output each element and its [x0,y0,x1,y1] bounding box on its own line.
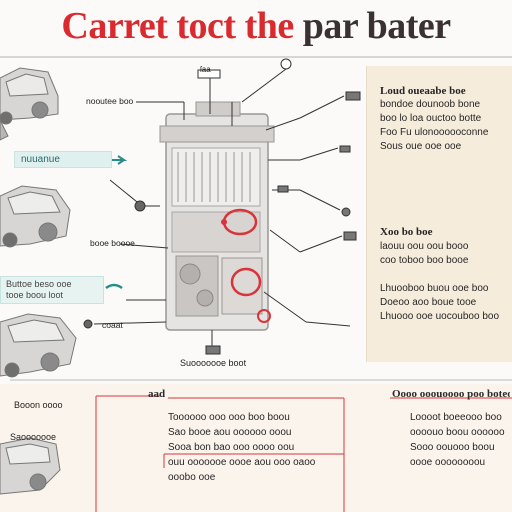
right-p1-line-1: Loud oueaabe boe [380,85,466,97]
bottom-red-lines [95,395,512,512]
right-p1-line-3: boo lo loa ouctoo botte [380,113,482,124]
bottom-left-label: Saooooooe [10,432,57,442]
left-label-1: nooutee boo [86,96,134,106]
title-word-3: the [244,5,295,47]
bottom-left-heading: Booon oooo [14,400,63,410]
right-p2-line-2: coo toboo boo booe [380,255,469,266]
right-paragraph-3: Lhuooboo buou ooe boo Doeoo aoo boue too… [380,282,508,324]
right-p3-line-2: Doeoo aoo boue tooe [380,297,477,308]
bottom-mid-line-2: Sao booe aou oooooo ooou [168,427,292,438]
bottom-mid-text: Toooooo ooo ooo boo boou Sao booe aou oo… [168,410,342,485]
callout-lines [93,65,351,346]
right-info-panel [366,66,512,362]
left-tag-2-line-1: Buttoe beso ooe [6,279,72,289]
car-illustration-2 [0,185,71,248]
title-word-5: bater [366,5,452,47]
bottom-right-line-1: Loooot boeeooo boo [410,412,502,423]
bottom-mid-line-3: Sooa bon bao ooo oooo oou [168,442,295,453]
left-tag-2-line-2: tooe boou loot [6,290,64,300]
right-p3-line-3: Lhuooo ooe uocouboo boo [380,311,500,322]
right-p1-line-4: Foo Fu ulonoooooconne [380,127,489,138]
callout-markers [83,58,361,355]
top-callout-label: ſaa [200,65,211,74]
title-word-1: Carret [61,5,168,47]
bottom-mid-line-1: Toooooo ooo ooo boo boou [168,412,290,423]
left-label-3: coaat [102,320,123,330]
right-p2-line-1: laouu oou oou booo [380,241,469,252]
bottom-mid-heading: aad [148,388,166,400]
right-paragraph-2: laouu oou oou booo coo toboo boo booe [380,240,508,268]
right-paragraph-1: Loud oueaabe boe bondoe dounoob bone boo… [380,84,508,154]
bottom-mid-line-4: ouu ooooooe oooe aou ooo oaoo [168,457,316,468]
central-unit-illustration [159,101,275,331]
teal-arrow-icons [105,155,128,290]
left-tag-2: Buttoe beso ooe tooe boou loot [0,276,104,304]
bottom-right-text: Loooot boeeooo boo oooouo boou oooooo So… [410,410,510,470]
bottom-right-line-3: Sooo oouooo boou [410,442,495,453]
right-p1-line-2: bondoe dounoob bone [380,99,481,110]
left-label-2: booe boooe [90,238,135,248]
right-p3-line-1: Lhuooboo buou ooe boo [380,283,489,294]
bottom-right-line-2: oooouo boou oooooo [410,427,505,438]
bottom-mid-line-5: ooobo ooe [168,472,216,483]
center-bottom-label: Suooooooe boot [180,358,247,368]
left-tag-1: nuuanue [14,151,112,168]
title-word-2: toct [176,5,236,47]
title-divider [0,56,512,58]
bottom-right-line-4: oooe oooooooou [410,457,486,468]
page-title: Carret toct the par bater [0,4,512,48]
car-illustration-4 [0,437,61,495]
car-illustration-1 [0,67,59,141]
right-heading-2: Xoo bo boe [380,226,433,238]
bottom-info-panel [0,384,512,512]
title-word-4: par [302,5,358,47]
car-illustration-3 [0,313,77,378]
right-p1-line-5: Sous oue ooe ooe [380,141,462,152]
bottom-right-heading: Oooo ooouoooo poo boteoo [392,388,510,400]
